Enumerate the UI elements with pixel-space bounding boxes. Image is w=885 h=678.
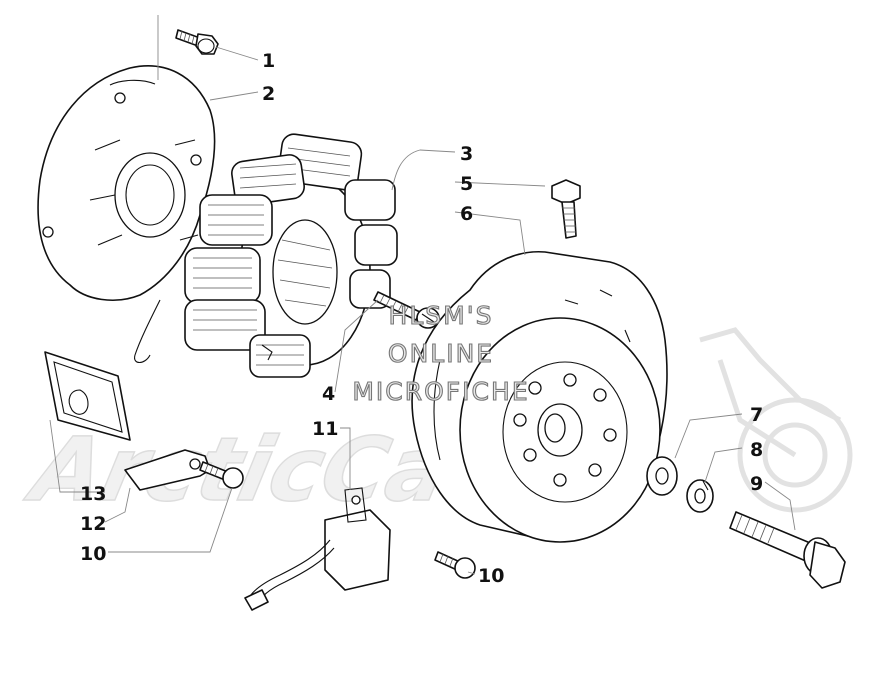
watermark-line-3: MICROFICHE [352,377,529,406]
callout-5: 5 [460,173,473,195]
stator-cover-icon [37,65,216,364]
callout-6: 6 [460,203,473,225]
watermark-text: HLSM'S ONLINE MICROFICHE [352,300,529,406]
hex-bolt-icon [729,511,846,589]
callout-11: 11 [312,418,338,440]
watermark-line-2: ONLINE [388,339,494,368]
callout-12: 12 [80,513,106,535]
watermark-line-1: HLSM'S [389,301,494,330]
watermark-motorcycle-icon [699,327,853,513]
leader-lines [49,15,796,575]
callout-8: 8 [750,439,763,461]
flywheel-icon [411,250,668,543]
washer-icon [646,456,678,496]
callout-4: 4 [322,383,335,405]
callout-10-left: 10 [80,543,106,565]
callout-13: 13 [80,483,106,505]
pickup-coil-icon [244,487,391,611]
screw-icon [373,291,440,329]
callout-labels: 1 2 3 4 5 6 7 8 9 10 10 11 12 13 [80,50,763,587]
flange-bolt-icon [551,179,581,239]
screw-icon [199,461,244,489]
flange-bolt-icon [175,29,219,55]
callout-10-bottom: 10 [478,565,504,587]
screw-icon [434,551,476,579]
callout-9: 9 [750,473,763,495]
stator-coil-icon [184,133,398,378]
lock-washer-icon [686,479,714,513]
callout-7: 7 [750,404,763,426]
callout-1: 1 [262,50,275,72]
callout-2: 2 [262,83,275,105]
callout-3: 3 [460,143,473,165]
grommet-icon [44,351,131,441]
